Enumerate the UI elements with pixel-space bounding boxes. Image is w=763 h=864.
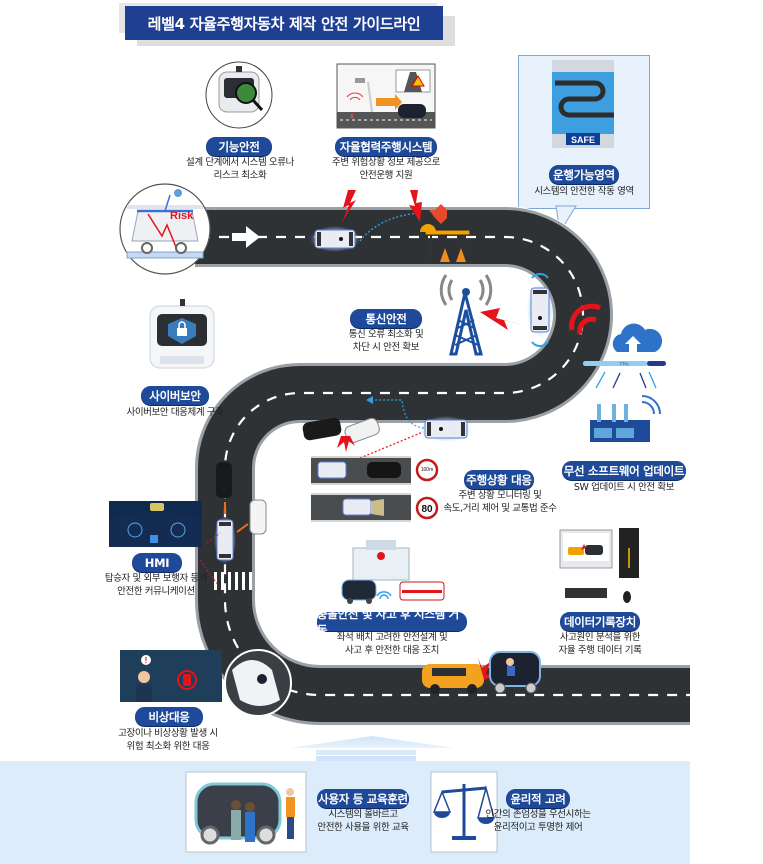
signal-bolt-icon xyxy=(480,308,526,330)
functional-safety-illustration xyxy=(205,61,273,129)
label-hmi: HMI xyxy=(132,553,182,572)
desc-emergency-response: 고장이나 비상상황 발생 시 위험 최소화 위한 대응 xyxy=(100,728,236,753)
direction-arrow-icon xyxy=(232,226,260,248)
signal-bolt-icon xyxy=(342,190,356,222)
title-banner: 레벨4 자율주행자동차 제작 안전 가이드라인 xyxy=(119,3,455,46)
desc-line: 리스크 최소화 xyxy=(213,169,267,181)
sensing-line xyxy=(359,431,424,459)
desc-line: 주변 상황 모니터링 및 xyxy=(458,490,542,501)
emergency-vehicle-closeup xyxy=(224,649,292,717)
lane-change-path xyxy=(372,399,425,429)
desc-line: 통신 오류 최소화 및 xyxy=(348,329,424,340)
collision-cars xyxy=(302,417,380,452)
desc-line: 사고원인 분석을 위한 xyxy=(559,632,641,643)
autonomous-vehicle-top xyxy=(310,226,360,252)
page-title: 레벨4 자율주행자동차 제작 안전 가이드라인 xyxy=(125,6,443,40)
desc-line: 차단 시 안전 확보 xyxy=(352,341,420,353)
update-progress-label: 77% xyxy=(619,362,628,367)
risk-label: Risk xyxy=(170,210,194,222)
desc-line: 안전한 커뮤니케이션 xyxy=(117,585,195,597)
label-cooperative-driving: 자율협력주행시스템 xyxy=(335,137,437,156)
label-driving-response: 주행상황 대응 xyxy=(464,470,534,489)
computer-illustration xyxy=(559,528,639,603)
desc-cooperative-driving: 주변 위험상황 정보 제공으로 안전운행 지원 xyxy=(320,157,452,182)
desc-line: 자율 주행 데이터 기록 xyxy=(558,644,642,656)
label-data-recorder: 데이터기록장치 xyxy=(560,612,640,631)
desc-line: 좌석 배치 고려한 안전설계 및 xyxy=(336,632,448,643)
desc-line: 윤리적이고 투명한 제어 xyxy=(493,821,583,833)
bottom-crash-illustration xyxy=(422,651,541,694)
label-ethics: 윤리적 고려 xyxy=(506,789,570,808)
safe-label: SAFE xyxy=(571,135,595,145)
up-arrow-stem xyxy=(316,756,416,761)
update-progress-remaining xyxy=(647,361,666,366)
update-arrows xyxy=(595,371,657,389)
desc-line: 안전운행 지원 xyxy=(359,169,413,181)
autonomous-vehicle-middle xyxy=(420,416,472,442)
distance-sign-label: 100m xyxy=(421,467,434,473)
label-communication-safety: 통신안전 xyxy=(350,309,422,328)
label-cybersecurity: 사이버보안 xyxy=(141,386,209,405)
desc-line: 시스템의 올바르고 xyxy=(328,809,398,820)
desc-hmi: 탑승자 및 외부 보행자 등과 안전한 커뮤니케이션 xyxy=(86,573,226,598)
label-user-training: 사용자 등 교육훈련 xyxy=(317,789,409,808)
red-wifi-icon xyxy=(569,303,602,335)
risk-illustration xyxy=(119,183,211,275)
ethics-scale-illustration xyxy=(430,771,498,853)
update-progress-fill xyxy=(583,361,647,366)
label-ota-update: 무선 소프트웨어 업데이트 xyxy=(562,461,686,480)
desc-functional-safety: 설계 단계에서 시스템 오류나 리스크 최소화 xyxy=(170,157,310,182)
cooperative-driving-illustration xyxy=(336,63,436,129)
desc-line: 인간의 존엄성을 우선시하는 xyxy=(485,809,591,820)
label-crash-safety: 충돌안전 및 사고 후 시스템 거동 xyxy=(317,607,467,637)
desc-line: 사고 후 안전한 대응 조치 xyxy=(345,644,439,656)
v2x-path xyxy=(359,212,421,242)
desc-line: 고장이나 비상상황 발생 시 xyxy=(118,728,218,739)
desc-ota-update: SW 업데이트 시 안전 확보 xyxy=(560,482,688,495)
desc-ethics: 인간의 존엄성을 우선시하는 윤리적이고 투명한 제어 xyxy=(480,809,596,834)
user-training-illustration xyxy=(185,771,307,853)
signal-bolt-icon xyxy=(409,190,422,222)
label-functional-safety: 기능안전 xyxy=(206,137,272,156)
communication-tower-icon xyxy=(439,274,493,356)
label-emergency-response: 비상대응 xyxy=(135,707,203,726)
desc-line: 주변 위험상황 정보 제공으로 xyxy=(332,157,440,168)
desc-cybersecurity: 사이버보안 대응체계 구축 xyxy=(110,407,240,420)
desc-line: 시스템의 안전한 작동 영역 xyxy=(534,186,634,197)
up-arrow-stem xyxy=(316,750,416,755)
hmi-dashboard-illustration xyxy=(109,501,202,547)
desc-driving-response: 주변 상황 모니터링 및 속도,거리 제어 및 교통법 준수 xyxy=(438,490,562,515)
bottom-panel xyxy=(0,761,690,864)
emergency-response-illustration: ! xyxy=(120,650,222,702)
driving-situation-panels: 100m 80 xyxy=(311,456,439,522)
desc-line: 속도,거리 제어 및 교통법 준수 xyxy=(443,502,557,514)
desc-line: 탑승자 및 외부 보행자 등과 xyxy=(104,573,208,584)
label-odd: 운행가능영역 xyxy=(549,165,619,184)
desc-odd: 시스템의 안전한 작동 영역 xyxy=(520,186,648,199)
left-road-vehicles xyxy=(214,462,267,564)
factory-icon xyxy=(590,395,661,442)
desc-line: 사이버보안 대응체계 구축 xyxy=(126,407,224,418)
svg-text:!: ! xyxy=(145,656,148,665)
desc-line: 안전한 사용을 위한 교육 xyxy=(317,821,409,833)
desc-line: 위험 최소화 위한 대응 xyxy=(126,740,210,752)
crash-response-illustration xyxy=(341,540,445,604)
speed-limit-sign-label: 80 xyxy=(421,504,433,515)
crosswalk xyxy=(214,572,266,590)
odd-illustration: SAFE xyxy=(552,60,614,148)
desc-line: SW 업데이트 시 안전 확보 xyxy=(573,482,675,493)
autonomous-vehicle-curve xyxy=(527,273,553,347)
desc-crash-safety: 좌석 배치 고려한 안전설계 및 사고 후 안전한 대응 조치 xyxy=(322,632,462,657)
up-arrow-head xyxy=(290,736,454,748)
cloud-update-icon xyxy=(612,323,663,352)
desc-line: 설계 단계에서 시스템 오류나 xyxy=(186,157,294,168)
roadwork-barrier xyxy=(420,204,471,262)
cybersecurity-vehicle-illustration xyxy=(149,299,215,369)
desc-data-recorder: 사고원인 분석을 위한 자율 주행 데이터 기록 xyxy=(546,632,654,657)
desc-communication-safety: 통신 오류 최소화 및 차단 시 안전 확보 xyxy=(336,329,436,354)
desc-user-training: 시스템의 올바르고 안전한 사용을 위한 교육 xyxy=(306,809,420,834)
